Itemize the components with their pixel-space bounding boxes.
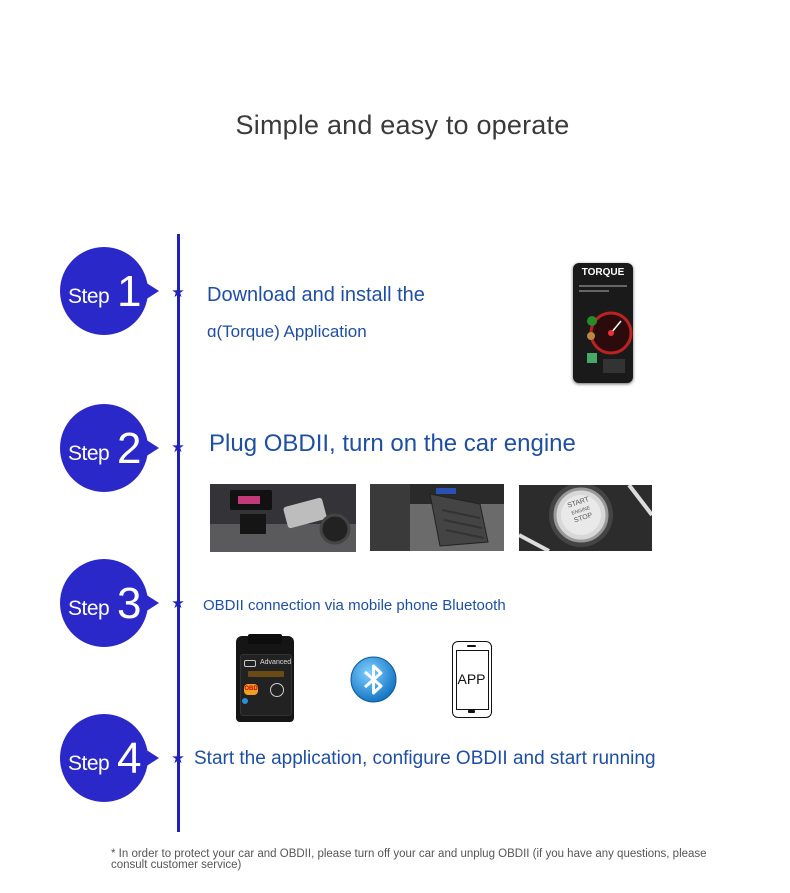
step-number: 3 [117,579,142,628]
step-1-badge: Step 1 [60,247,159,335]
step-3-text: OBDII connection via mobile phone Blueto… [203,597,506,614]
star-icon: ★ [171,750,185,767]
bluetooth-icon [350,656,397,703]
footnote: * In order to protect your car and OBDII… [111,848,707,871]
phone-app-label: APP [457,671,486,687]
step-number: 2 [117,424,142,473]
torque-app-image: TORQUE [573,263,633,383]
timeline-line [177,234,180,832]
step-number: 4 [117,734,142,783]
star-icon: ★ [171,284,185,301]
step-1-subtext: ɑ(Torque) Application [207,322,367,341]
gauge-icon [587,311,633,373]
step-word: Step [68,597,110,620]
obd-device-label: Advanced [260,659,292,666]
obd-port-photo [210,484,356,552]
step-word: Step [68,442,110,465]
star-icon: ★ [171,595,185,612]
star-icon: ★ [171,439,185,456]
step-word: Step [68,752,110,775]
phone-icon: APP [452,641,492,718]
step-number: 1 [117,267,142,316]
step-word: Step [68,285,110,308]
step-3-badge: Step 3 [60,559,159,647]
step-4-badge: Step 4 [60,714,159,802]
title-reflection [270,150,540,190]
pedal-photo [370,484,504,551]
page-title: Simple and easy to operate [235,110,570,140]
step-2-text: Plug OBDII, turn on the car engine [209,430,576,457]
obd-device-image: Advanced OBD [236,634,294,722]
step-4-text: Start the application, configure OBDII a… [194,748,656,769]
engine-start-photo: START ENGINE STOP [519,485,652,551]
step-1-text: Download and install the [207,284,425,306]
step-2-badge: Step 2 [60,404,159,492]
torque-app-name: TORQUE [581,267,625,278]
obd-badge: OBD [244,684,258,695]
